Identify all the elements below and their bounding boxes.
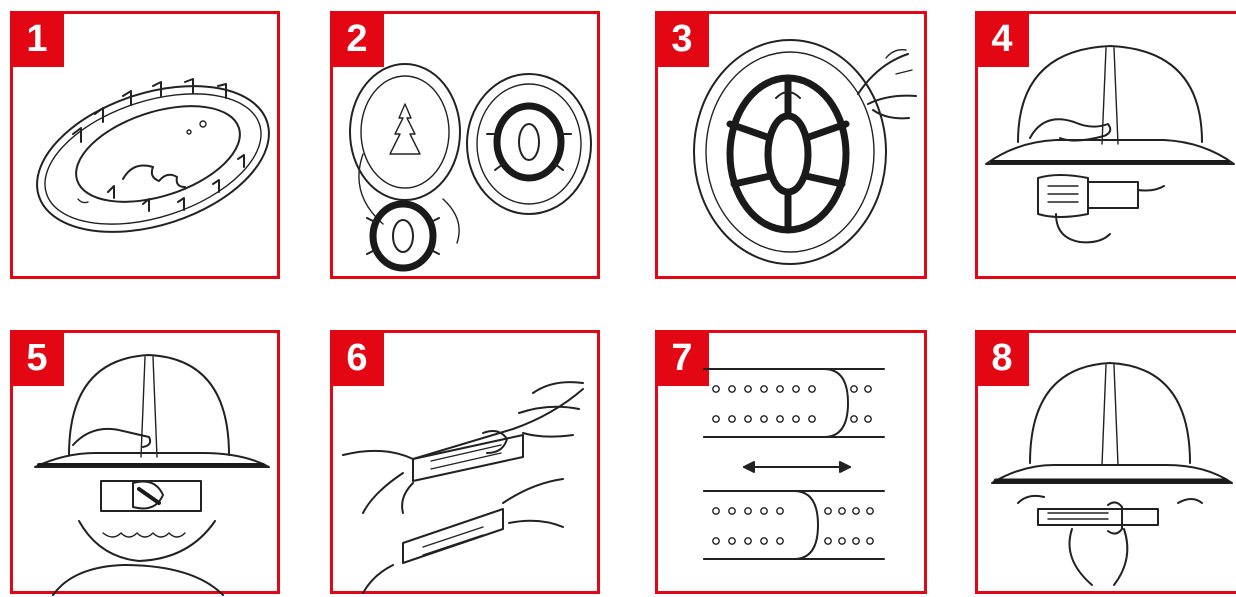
strap-hole	[825, 538, 831, 544]
step-panel-5: 5	[10, 330, 280, 594]
strap-hole	[713, 538, 719, 544]
strap-hole	[851, 386, 857, 392]
helmet-fitting-illustration	[13, 333, 277, 597]
strap-hole	[745, 386, 751, 392]
strap-holes-illustration	[658, 333, 924, 597]
strap-hole	[729, 416, 735, 422]
helmet-interior-illustration	[658, 14, 924, 276]
strap-hole	[809, 416, 815, 422]
step-panel-8: 8	[975, 330, 1236, 594]
suspension-attach-illustration	[333, 14, 597, 276]
step-panel-4: 4	[975, 11, 1236, 279]
step-panel-6: 6	[330, 330, 600, 594]
strap-hole	[867, 508, 873, 514]
strap-hole	[809, 386, 815, 392]
strap-hole	[853, 538, 859, 544]
helmet-ratchet-illustration	[978, 14, 1236, 276]
strap-hole	[745, 416, 751, 422]
step-panel-2: 2	[330, 11, 600, 279]
helmet-final-fit-illustration	[978, 333, 1236, 597]
strap-hole	[761, 416, 767, 422]
strap-hole	[777, 538, 783, 544]
strap-hole	[853, 508, 859, 514]
strap-hole	[867, 538, 873, 544]
strap-hole	[761, 386, 767, 392]
step-panel-7: 7	[655, 330, 927, 594]
strap-hole	[825, 508, 831, 514]
strap-hole	[865, 386, 871, 392]
strap-hole	[839, 508, 845, 514]
step-panel-1: 1	[10, 11, 280, 279]
strap-hole	[851, 416, 857, 422]
step-panel-3: 3	[655, 11, 927, 279]
strap-hole	[745, 508, 751, 514]
strap-hole	[839, 538, 845, 544]
strap-hole	[793, 386, 799, 392]
strap-hole	[713, 508, 719, 514]
strap-adjust-illustration	[333, 333, 597, 597]
strap-hole	[777, 386, 783, 392]
strap-hole	[761, 508, 767, 514]
strap-hole	[777, 416, 783, 422]
strap-hole	[777, 508, 783, 514]
strap-hole	[729, 386, 735, 392]
strap-hole	[761, 538, 767, 544]
strap-hole	[729, 508, 735, 514]
strap-hole	[865, 416, 871, 422]
strap-hole	[729, 538, 735, 544]
strap-hole	[793, 416, 799, 422]
strap-hole	[745, 538, 751, 544]
strap-hole	[713, 416, 719, 422]
helmet-shell-illustration	[13, 14, 277, 276]
strap-hole	[713, 386, 719, 392]
